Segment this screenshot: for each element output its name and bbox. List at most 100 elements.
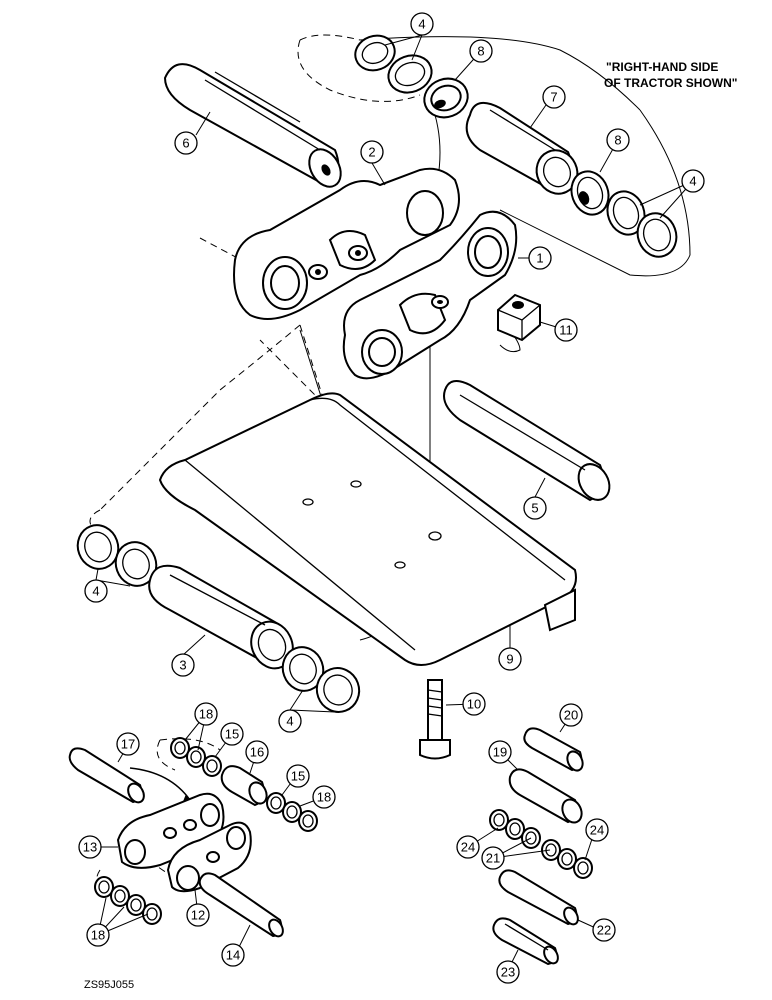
svg-text:14: 14 <box>226 948 240 963</box>
seal-15-upper <box>202 755 222 777</box>
callout-15-upper: 15 <box>220 722 244 746</box>
callout-8-right: 8 <box>606 128 630 152</box>
svg-text:16: 16 <box>250 745 264 760</box>
callout-3: 3 <box>171 653 195 677</box>
callouts: 1 2 3 4 4 4 4 5 6 7 8 8 9 10 11 12 13 14… <box>78 12 705 984</box>
callout-4-right: 4 <box>681 169 705 193</box>
svg-text:9: 9 <box>506 652 513 667</box>
note-line-1: "RIGHT-HAND SIDE <box>606 60 718 74</box>
svg-text:12: 12 <box>191 908 205 923</box>
callout-21: 21 <box>481 846 505 870</box>
callout-9: 9 <box>498 647 522 671</box>
svg-text:4: 4 <box>689 174 696 189</box>
callout-24-right: 24 <box>585 818 609 842</box>
svg-text:3: 3 <box>179 658 186 673</box>
callout-4-left: 4 <box>84 579 108 603</box>
callout-24-left: 24 <box>456 835 480 859</box>
link-12 <box>166 821 252 893</box>
seal-18-lower-d <box>142 903 162 925</box>
seal-18-upper-a <box>170 737 190 759</box>
callout-2: 2 <box>360 140 384 164</box>
svg-text:17: 17 <box>121 737 135 752</box>
track-shoe-9 <box>158 392 577 666</box>
svg-text:22: 22 <box>597 923 611 938</box>
callout-22: 22 <box>592 918 616 942</box>
svg-text:4: 4 <box>92 584 99 599</box>
link-1 <box>342 210 518 380</box>
svg-text:20: 20 <box>564 708 578 723</box>
callout-16: 16 <box>245 740 269 764</box>
pin-17 <box>68 747 145 804</box>
svg-text:15: 15 <box>291 769 305 784</box>
seal-4-right-a <box>606 190 646 236</box>
callout-13: 13 <box>78 835 102 859</box>
seal-4-top-a <box>354 34 396 72</box>
bushing-20 <box>523 727 584 772</box>
callout-17: 17 <box>116 732 140 756</box>
seal-18-right-b <box>298 810 318 832</box>
callout-18-right: 18 <box>312 785 336 809</box>
callout-6: 6 <box>174 131 198 155</box>
pin-5 <box>443 380 611 502</box>
seal-15-right <box>266 792 286 814</box>
seal-4-right-b <box>636 212 678 258</box>
svg-text:18: 18 <box>91 928 105 943</box>
svg-text:11: 11 <box>559 323 573 338</box>
bushing-3 <box>148 564 294 670</box>
svg-text:13: 13 <box>83 840 97 855</box>
callout-4-top: 4 <box>410 12 434 36</box>
figure-code: ZS95J055 <box>84 979 134 991</box>
spacer-8-right <box>570 170 610 216</box>
seal-4-left-a <box>76 524 120 570</box>
svg-text:4: 4 <box>418 17 425 32</box>
seal-21-b <box>541 839 561 861</box>
seal-18-lower-a <box>94 876 114 898</box>
svg-text:19: 19 <box>493 745 507 760</box>
pin-14 <box>198 872 284 938</box>
callout-19: 19 <box>488 740 512 764</box>
callout-14: 14 <box>221 943 245 967</box>
svg-text:24: 24 <box>461 840 475 855</box>
callout-12: 12 <box>186 903 210 927</box>
seal-4-bottom-b <box>315 667 361 713</box>
callout-8-top: 8 <box>469 39 493 63</box>
link-2 <box>233 167 460 320</box>
svg-text:8: 8 <box>614 133 621 148</box>
seal-4-left-b <box>114 541 158 587</box>
svg-text:5: 5 <box>531 501 538 516</box>
seal-18-upper-b <box>186 746 206 768</box>
callout-23: 23 <box>496 960 520 984</box>
seal-24-left-a <box>489 809 509 831</box>
seal-24-right-b <box>573 857 593 879</box>
note-line-2: OF TRACTOR SHOWN" <box>604 76 737 90</box>
pin-6 <box>163 63 342 188</box>
svg-text:18: 18 <box>317 790 331 805</box>
seal-4-top-b <box>387 54 433 94</box>
svg-text:4: 4 <box>286 714 293 729</box>
bushing-7 <box>465 101 579 195</box>
callout-1: 1 <box>528 246 552 270</box>
spacer-8-top <box>423 77 469 119</box>
seal-18-lower-c <box>126 894 146 916</box>
callout-11: 11 <box>554 318 578 342</box>
callout-20: 20 <box>559 703 583 727</box>
callout-18-lower: 18 <box>86 923 110 947</box>
seal-18-lower-b <box>110 885 130 907</box>
svg-text:2: 2 <box>368 145 375 160</box>
callout-18-upper: 18 <box>194 702 218 726</box>
callout-4-bottom: 4 <box>278 709 302 733</box>
svg-text:6: 6 <box>182 136 189 151</box>
svg-text:21: 21 <box>486 851 500 866</box>
seal-24-left-b <box>505 818 525 840</box>
seal-4-bottom-a <box>281 646 325 692</box>
pin-22 <box>498 869 579 926</box>
bushing-16 <box>220 765 268 807</box>
svg-text:15: 15 <box>225 727 239 742</box>
seal-18-right-a <box>282 801 302 823</box>
svg-text:8: 8 <box>477 44 484 59</box>
svg-text:1: 1 <box>536 251 543 266</box>
svg-text:23: 23 <box>501 965 515 980</box>
pin-23 <box>492 917 559 966</box>
